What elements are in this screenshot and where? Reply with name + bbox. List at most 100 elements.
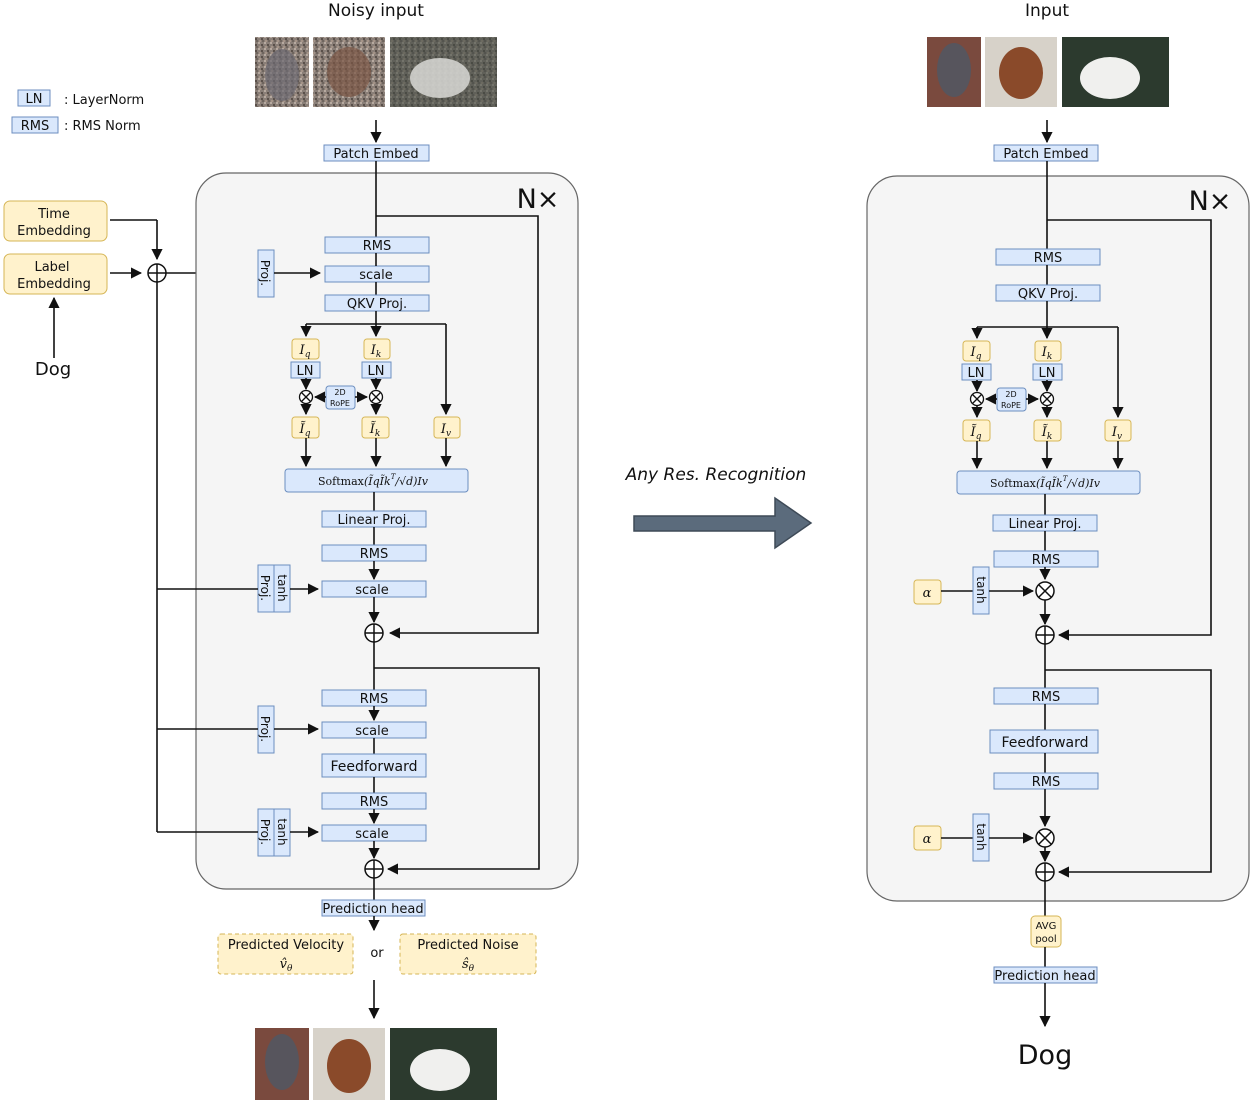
transition-arrow: Any Res. Recognition: [625, 465, 813, 550]
r-rms-box-2: [993, 550, 1099, 568]
proj-label-2: Proj.: [258, 575, 272, 601]
input-image-strip: [927, 37, 1169, 107]
legend-rms-tag: [11, 116, 59, 134]
r-iv-label: Iv: [1111, 425, 1122, 442]
r-residual-1: [1047, 219, 1212, 641]
proj-label-1: Proj.: [258, 260, 272, 286]
predicted-velocity-box: [217, 933, 354, 975]
condition-sum-node: [147, 263, 167, 283]
rms-label-4: RMS: [360, 795, 389, 810]
qkv-label: QKV Proj.: [347, 297, 407, 312]
left-repeat-label: N×: [517, 184, 560, 215]
scale-label-3: scale: [355, 724, 389, 739]
residual-2: [374, 667, 540, 875]
rms-label-1: RMS: [363, 239, 392, 254]
legend-ln-desc: : LayerNorm: [64, 93, 144, 108]
avg-pool-line1: AVG: [1036, 921, 1057, 932]
any-res-recognition-label: Any Res. Recognition: [625, 465, 807, 485]
output-image-strip: [255, 1028, 497, 1100]
patch-embed-label: Patch Embed: [333, 147, 418, 162]
prediction-head-label: Prediction head: [322, 902, 423, 917]
input-title: Input: [1025, 1, 1069, 21]
input-dog-shape-2: [999, 47, 1043, 99]
tanh-label-1: tanh: [275, 574, 289, 601]
avg-pool-line2: pool: [1035, 934, 1056, 945]
legend-rms-desc: : RMS Norm: [64, 119, 141, 134]
alpha-label-2: α: [923, 832, 932, 847]
rms-label-2: RMS: [360, 547, 389, 562]
r-rms-label-4: RMS: [1032, 775, 1061, 790]
noisy-dog-shape-2: [327, 47, 371, 97]
label-embedding-box: [3, 253, 108, 295]
output-dog-shape-1: [265, 1034, 299, 1090]
r-rms-label-3: RMS: [1032, 690, 1061, 705]
r-tanh-label-2: tanh: [974, 823, 988, 850]
r-rms-box-3: [993, 687, 1099, 705]
r-rms-box-1: [995, 248, 1101, 266]
input-dog-shape-1: [937, 43, 971, 97]
predicted-velocity-label: Predicted Velocity: [228, 938, 344, 953]
r-iq-box: [962, 340, 991, 362]
r-patch-embed-label: Patch Embed: [1003, 147, 1088, 162]
right-model: Input N× Patch Embed RMS QKV Proj. Iq Ik: [866, 1, 1250, 1071]
rms-box-1: [324, 236, 430, 254]
r-rms-box-4: [993, 772, 1099, 790]
r-feedforward-box: [989, 729, 1099, 754]
iq-box: [291, 338, 320, 360]
proj-label-3: Proj.: [258, 716, 272, 742]
left-model: Noisy input LN : LayerNorm RMS : RMS Nor…: [3, 1, 579, 1100]
r-ik-tilde-label: Ĩk: [1041, 424, 1053, 442]
r-rms-label-1: RMS: [1034, 251, 1063, 266]
scale-label-4: scale: [355, 827, 389, 842]
rms-label-3: RMS: [360, 692, 389, 707]
r-softmax-label: Softmax: [990, 477, 1037, 490]
r-residual-sum-2: [1035, 862, 1055, 882]
output-dog-shape-2: [327, 1039, 371, 1093]
r-gate-mult-1: [1035, 581, 1055, 601]
big-right-arrow: [633, 496, 813, 550]
time-embedding-box: [3, 200, 108, 242]
rope-mult-k: [368, 389, 384, 405]
ik-box: [363, 338, 391, 360]
input-dog-shape-3: [1080, 57, 1140, 99]
iv-box: [433, 416, 461, 439]
scale-box-1: [324, 265, 430, 283]
residual-1: [376, 215, 539, 639]
r-softmax-expression: (ĨqĨkT/√d)Iv: [1036, 475, 1101, 490]
softmax-box: [284, 468, 469, 493]
predicted-noise-label: Predicted Noise: [417, 938, 518, 953]
ik-label: Ik: [370, 343, 382, 360]
r-ik-label: Ik: [1041, 345, 1053, 362]
residual-sum-2: [364, 859, 384, 879]
r-qkv-label: QKV Proj.: [1018, 287, 1078, 302]
residual-sum-1: [364, 623, 384, 643]
dog-class-label: Dog: [35, 359, 71, 380]
r-prediction-head-label: Prediction head: [994, 969, 1095, 984]
feedforward-label: Feedforward: [330, 759, 417, 775]
right-repeat-label: N×: [1189, 186, 1232, 217]
scale-label-1: scale: [359, 268, 393, 283]
noisy-dog-shape-3: [410, 58, 470, 98]
output-dog-shape-3: [410, 1049, 470, 1091]
legend-ln-tag-text: LN: [26, 92, 43, 107]
rope-line1: 2D: [334, 388, 345, 397]
r-rope-line2: RoPE: [1001, 401, 1021, 410]
r-ln-label-q: LN: [968, 366, 985, 381]
legend-ln-tag: [17, 89, 51, 107]
noisy-image-strip: [255, 37, 497, 107]
rope-mult-q: [298, 389, 314, 405]
noisy-input-title: Noisy input: [328, 1, 424, 21]
label-embedding-line2: Embedding: [17, 277, 91, 292]
r-patch-embed-box: [993, 144, 1099, 162]
tanh-label-2: tanh: [275, 818, 289, 845]
r-residual-sum-1: [1035, 625, 1055, 645]
proj-label-4: Proj.: [258, 819, 272, 845]
r-rope-mult-k: [1039, 391, 1055, 407]
softmax-label: Softmax: [318, 475, 365, 488]
or-label: or: [370, 946, 384, 961]
linear-proj-label: Linear Proj.: [338, 513, 411, 528]
r-tanh-label-1: tanh: [974, 576, 988, 603]
r-feedforward-label: Feedforward: [1001, 735, 1088, 751]
iv-label: Iv: [440, 422, 451, 439]
